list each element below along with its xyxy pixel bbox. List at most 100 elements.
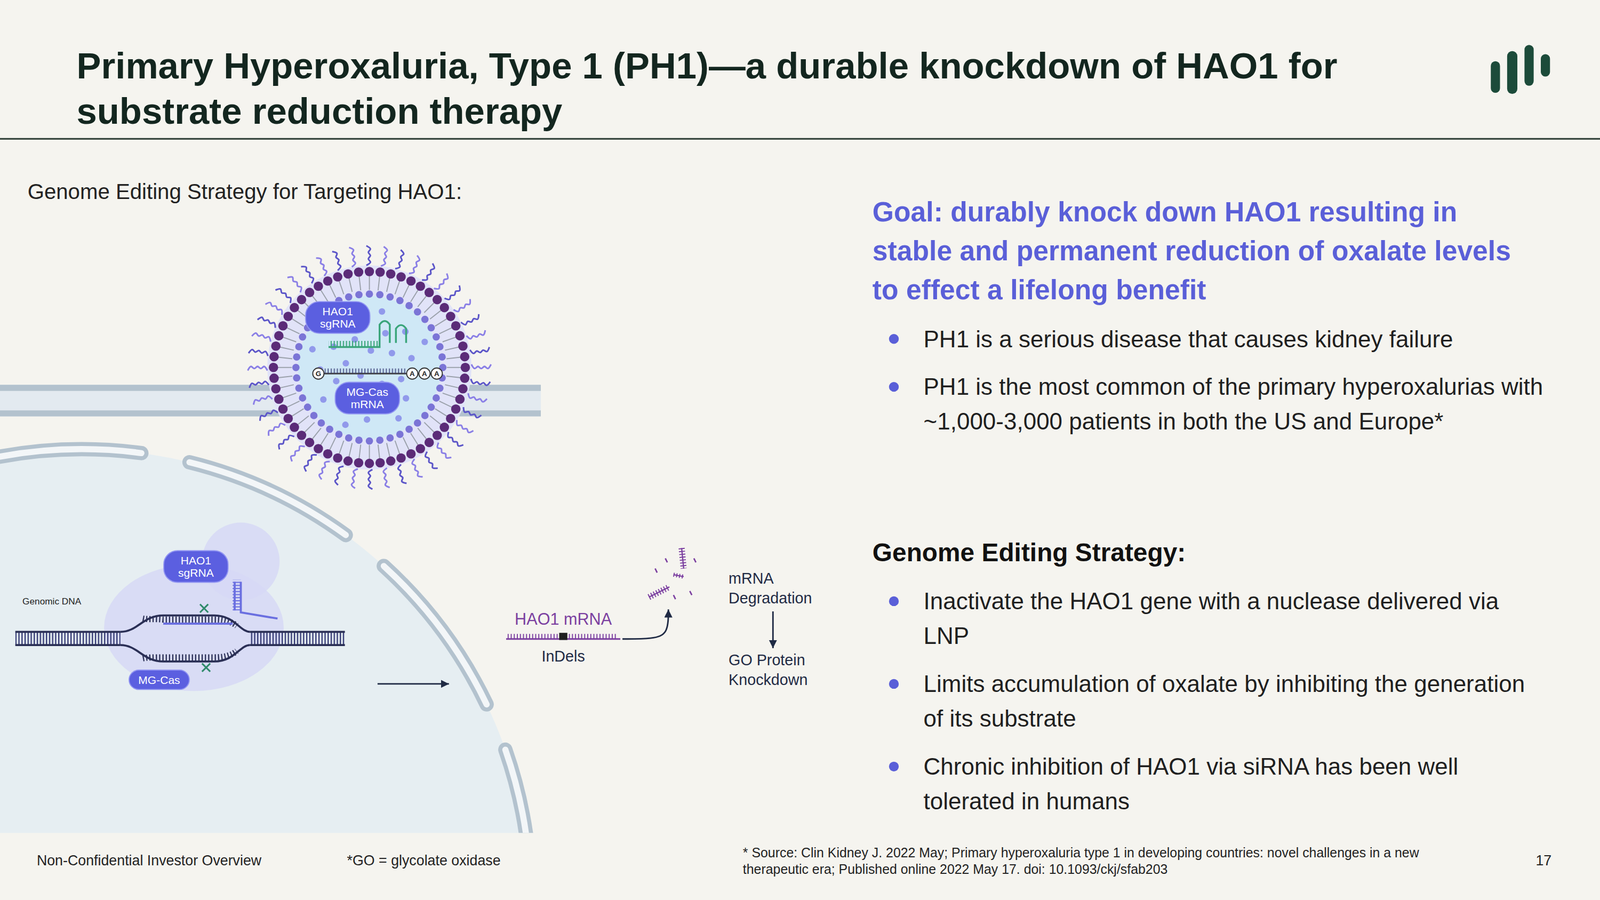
lipid-head (364, 266, 375, 277)
nuclease-pill: MG-Cas (128, 669, 191, 690)
bullet-dot (889, 333, 899, 344)
lipid-head (295, 342, 303, 351)
indel-mark (558, 632, 567, 640)
peg-chain (351, 468, 358, 488)
lipid-head (305, 437, 315, 448)
lipid-tail (339, 440, 344, 454)
nuclear-envelope (0, 449, 531, 833)
mrna-pill: MG-Cas mRNA (334, 381, 400, 415)
lipid-tail (297, 415, 309, 425)
lipid-tail (291, 408, 304, 416)
lipid-head (396, 430, 404, 438)
peg-chain (412, 458, 423, 477)
lipid-head (427, 403, 436, 411)
source-note: * Source: Clin Kidney J. 2022 May; Prima… (742, 844, 1478, 878)
lipid-tail (358, 444, 361, 459)
peg-chain (290, 445, 305, 462)
lipid-head (332, 453, 343, 463)
lipid-head (343, 456, 354, 466)
lipid-head (274, 394, 284, 404)
title-rule (0, 138, 1600, 140)
lipid-head (343, 269, 354, 279)
lipid-head (436, 384, 444, 392)
lipid-tail (442, 337, 456, 342)
peg-chain (316, 258, 327, 276)
peg-chain (448, 432, 464, 446)
lipid-tail (348, 277, 352, 292)
cut-site (200, 604, 211, 672)
lipid-head (270, 341, 281, 351)
lipid-head (305, 287, 315, 298)
mrna-fragments (642, 544, 715, 608)
lipid-tail (386, 277, 390, 292)
lipid-tail (320, 289, 328, 302)
lipid-core (388, 349, 396, 357)
lipid-tail (304, 422, 315, 433)
lipid-tail (435, 408, 448, 416)
lipid-head (354, 267, 364, 277)
lipid-head (405, 301, 413, 310)
peg-chain (468, 393, 487, 402)
lipid-tail (435, 318, 448, 326)
pill-label: MG-Cas (138, 673, 180, 686)
genomic-dna (15, 615, 346, 662)
peg-chain (456, 419, 474, 432)
lipid-tail (282, 337, 296, 342)
lipid-head (289, 302, 300, 313)
lipid-head (460, 352, 470, 362)
bullet-text: PH1 is the most common of the primary hy… (923, 369, 1547, 439)
peg-chain (469, 347, 490, 354)
lipid-head (278, 321, 288, 331)
lipid-head (424, 437, 435, 448)
lipid-head (460, 362, 471, 373)
peg-chain (334, 466, 344, 485)
lipid-head (436, 342, 444, 351)
lipid-tail (320, 433, 328, 446)
bullet-text: Chronic inhibition of HAO1 via siRNA has… (923, 748, 1547, 819)
peg-chain (248, 366, 268, 371)
lipid-head (283, 413, 294, 424)
lipid-tail (395, 280, 400, 294)
lipid-tail (403, 437, 410, 451)
lipid-head (455, 394, 466, 404)
bullet-dot (889, 678, 899, 689)
lipid-head (304, 403, 312, 411)
fragment (681, 547, 684, 568)
peg-chain (318, 461, 330, 479)
peg-chain (395, 249, 404, 269)
peg-chain (275, 288, 291, 303)
lipid-nanoparticle (248, 245, 492, 490)
fragment (649, 586, 670, 597)
lipid-tail (280, 346, 294, 350)
peg-chain (421, 263, 435, 280)
lipid-head (445, 413, 456, 424)
bullet-text: Inactivate the HAO1 gene with a nuclease… (923, 583, 1547, 653)
lipid-head (278, 404, 288, 414)
lipid-head (310, 411, 318, 420)
nucleotide-label: A (421, 369, 428, 379)
peg-chain (348, 247, 356, 267)
peg-chain (287, 276, 302, 293)
lipid-head (406, 449, 416, 459)
lipid-head (406, 276, 416, 286)
lipid-tail (429, 415, 442, 425)
footer-note: Non-Confidential Investor Overview (36, 851, 262, 870)
lipid-head (313, 281, 324, 292)
flow-arrow (772, 611, 774, 648)
lipid-head (432, 430, 443, 440)
lipid-head (458, 341, 468, 351)
editing-complex (15, 522, 346, 692)
mrna-transcript: HAO1 mRNAInDels (506, 609, 621, 666)
lipid-head (424, 287, 435, 298)
peg-chain (380, 246, 388, 266)
lipid-tail (369, 444, 371, 460)
lipid-head (354, 458, 364, 468)
peg-chain (253, 395, 272, 405)
lipid-head (323, 449, 333, 459)
lipid-head (432, 294, 443, 305)
lipid-core (397, 375, 405, 382)
lipid-core (342, 421, 349, 428)
lipid-head (396, 272, 406, 282)
sgrna-pill: HAO1 sgRNA (163, 549, 229, 583)
